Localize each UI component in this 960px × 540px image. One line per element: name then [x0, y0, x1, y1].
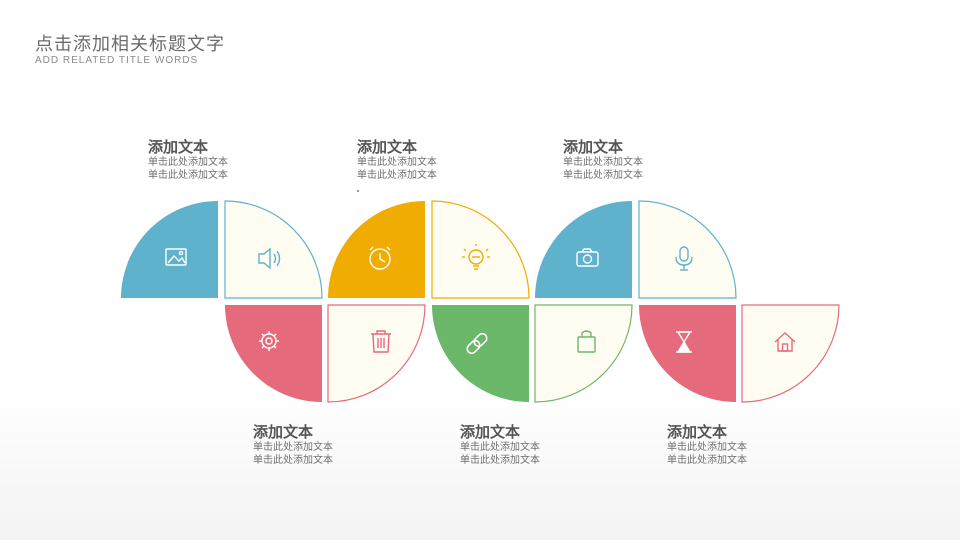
segment-bulb [431, 200, 530, 299]
segment-trash [327, 304, 426, 403]
block-heading: 添加文本 [563, 138, 624, 156]
segment-home [741, 304, 840, 403]
shopping-bag-icon [577, 330, 596, 353]
block-line: 单击此处添加文本 [253, 455, 333, 466]
block-heading: 添加文本 [253, 423, 314, 441]
block-line: 单击此处添加文本 [667, 455, 747, 466]
segment-camera [535, 201, 632, 298]
block-line: 单击此处添加文本 [460, 442, 540, 453]
stray-dot [357, 190, 359, 192]
segment-gear [225, 305, 322, 402]
lightbulb-icon [462, 244, 490, 270]
segment-speaker [224, 200, 323, 299]
link-icon [466, 332, 488, 355]
trash-icon [371, 330, 391, 353]
camera-icon [576, 248, 599, 267]
block-line: 单击此处添加文本 [148, 157, 228, 168]
block-line: 单击此处添加文本 [460, 455, 540, 466]
text-block-4: 添加文本 单击此处添加文本 单击此处添加文本 [253, 423, 383, 467]
segment-bag [534, 304, 633, 403]
text-block-6: 添加文本 单击此处添加文本 单击此处添加文本 [667, 423, 797, 467]
image-icon [165, 248, 187, 266]
block-line: 单击此处添加文本 [563, 157, 643, 168]
page-subtitle: ADD RELATED TITLE WORDS [35, 55, 199, 66]
block-line: 单击此处添加文本 [253, 442, 333, 453]
segment-image [121, 201, 218, 298]
text-block-1: 添加文本 单击此处添加文本 单击此处添加文本 [148, 138, 278, 182]
block-line: 单击此处添加文本 [148, 170, 228, 181]
segment-hourglass [639, 305, 736, 402]
block-line: 单击此处添加文本 [357, 157, 437, 168]
segment-link [432, 305, 529, 402]
speaker-icon [258, 247, 281, 270]
hourglass-icon [676, 331, 692, 353]
text-block-3: 添加文本 单击此处添加文本 单击此处添加文本 [563, 138, 693, 182]
text-block-5: 添加文本 单击此处添加文本 单击此处添加文本 [460, 423, 590, 467]
page-title: 点击添加相关标题文字 [35, 34, 225, 55]
block-heading: 添加文本 [357, 138, 418, 156]
segment-mic [638, 200, 737, 299]
home-icon [774, 332, 796, 352]
block-line: 单击此处添加文本 [667, 442, 747, 453]
microphone-icon [675, 246, 693, 271]
block-heading: 添加文本 [667, 423, 728, 441]
block-heading: 添加文本 [460, 423, 521, 441]
block-line: 单击此处添加文本 [563, 170, 643, 181]
block-heading: 添加文本 [148, 138, 209, 156]
text-block-2: 添加文本 单击此处添加文本 单击此处添加文本 [357, 138, 487, 182]
gear-icon [259, 331, 279, 351]
segment-alarm [328, 201, 425, 298]
block-line: 单击此处添加文本 [357, 170, 437, 181]
alarm-clock-icon [369, 246, 391, 270]
